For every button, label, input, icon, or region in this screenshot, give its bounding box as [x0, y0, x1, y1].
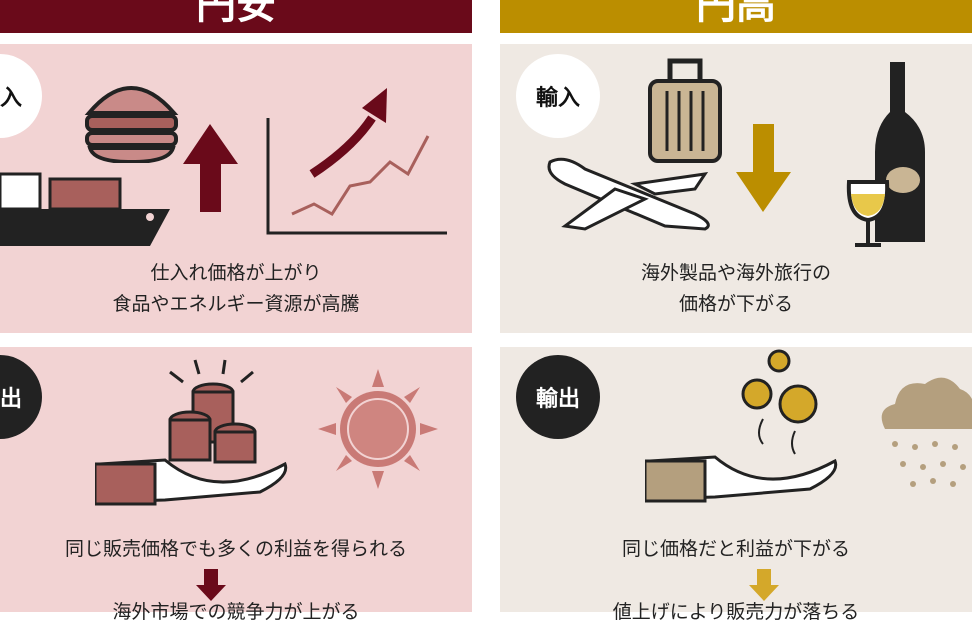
- export-badge-label: 輸出: [0, 387, 22, 412]
- import-text-line: 仕入れ価格が上がり: [150, 262, 322, 284]
- strong-yen-import-panel: 輸入 海外製品や海外旅行の 価格が下がる: [500, 44, 972, 333]
- weak-yen-header: 円安: [0, 0, 472, 33]
- strong-yen-export-result: 値上げにより販売力が落ちる: [612, 601, 860, 623]
- weak-yen-export-text: 同じ販売価格でも多くの利益を得られる: [64, 538, 407, 560]
- rising-chart-icon: [266, 88, 447, 235]
- wine-icon: [846, 62, 925, 247]
- import-badge-label: 輸入: [0, 86, 22, 111]
- weak-yen-export-panel: 輸出 同じ販売価格でも多くの利益を得られる 海外市場での競争力が上がる: [0, 347, 472, 623]
- weak-yen-export-result: 海外市場での競争力が上がる: [112, 601, 360, 623]
- export-badge: 輸出: [516, 355, 600, 439]
- import-text-line: 食品やエネルギー資源が高騰: [112, 293, 360, 315]
- import-badge-label: 輸入: [535, 86, 580, 111]
- down-arrow-icon: [196, 569, 226, 601]
- import-text-line: 海外製品や海外旅行の: [640, 262, 831, 284]
- hamburger-icon: [84, 86, 179, 163]
- hand-with-coins-icon: [95, 359, 288, 506]
- airplane-icon: [547, 157, 710, 231]
- down-arrow-icon: [749, 569, 779, 601]
- strong-yen-export-text: 同じ価格だと利益が下がる: [621, 538, 850, 560]
- weak-yen-import-panel: 輸入 仕入れ価格が上がり 食品やエネルギー資源が高騰: [0, 44, 472, 333]
- strong-yen-header: 円高: [500, 0, 972, 33]
- import-text-line: 価格が下がる: [678, 293, 793, 315]
- hand-dropping-coins-icon: [645, 349, 838, 503]
- rain-cloud-icon: [881, 377, 972, 487]
- import-badge: 輸入: [0, 54, 42, 138]
- strong-yen-import-text: 海外製品や海外旅行の 価格が下がる: [500, 258, 972, 320]
- down-arrow-icon: [736, 124, 791, 212]
- export-badge-label: 輸出: [535, 387, 580, 412]
- ship-icon: [0, 172, 170, 246]
- suitcase-icon: [648, 58, 722, 163]
- strong-yen-export-panel: 輸出 同じ価格だと利益が下がる 値上げにより販売力が落ちる: [500, 347, 972, 623]
- export-badge: 輸出: [0, 355, 42, 439]
- sun-icon: [318, 369, 438, 489]
- import-badge: 輸入: [516, 54, 600, 138]
- up-arrow-icon: [183, 124, 238, 212]
- weak-yen-import-text: 仕入れ価格が上がり 食品やエネルギー資源が高騰: [0, 258, 472, 320]
